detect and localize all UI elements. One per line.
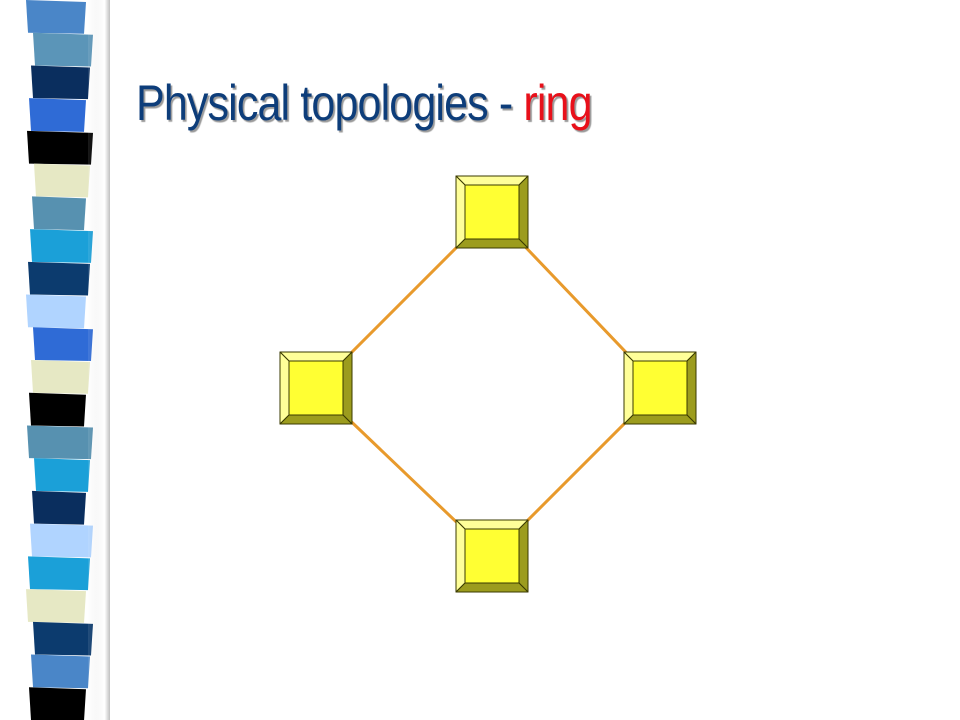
- strip-block: [29, 687, 86, 720]
- strip-block: [31, 654, 90, 689]
- ring-node-top: [455, 175, 529, 249]
- ring-nodes: [279, 175, 697, 593]
- strip-block: [32, 490, 86, 525]
- strip-block: [33, 621, 93, 656]
- ring-node-bottom: [455, 519, 529, 593]
- slide-title: Physical topologies - ring: [136, 74, 593, 132]
- ring-node-left: [279, 351, 353, 425]
- strip-block: [26, 0, 86, 34]
- strip-block: [31, 65, 90, 100]
- strip-block: [26, 294, 86, 329]
- ring-node-right: [623, 351, 697, 425]
- strip-block: [31, 360, 90, 394]
- strip-block: [26, 589, 86, 623]
- strip-block: [28, 261, 90, 296]
- strip-block: [27, 425, 93, 460]
- decorative-side-strip: [0, 0, 110, 720]
- strip-block: [30, 229, 93, 263]
- strip-block: [29, 98, 86, 132]
- strip-block: [34, 163, 90, 198]
- ring-links: [314, 210, 662, 558]
- strip-block: [30, 523, 93, 558]
- strip-block: [33, 327, 93, 361]
- strip-block: [32, 196, 86, 231]
- strip-block: [28, 556, 90, 591]
- strip-block: [34, 458, 90, 492]
- slide-title-accent: ring: [523, 75, 592, 131]
- strip-block: [27, 130, 93, 165]
- slide-title-main: Physical topologies -: [136, 75, 524, 131]
- strip-block: [33, 32, 93, 67]
- strip-block: [29, 392, 86, 427]
